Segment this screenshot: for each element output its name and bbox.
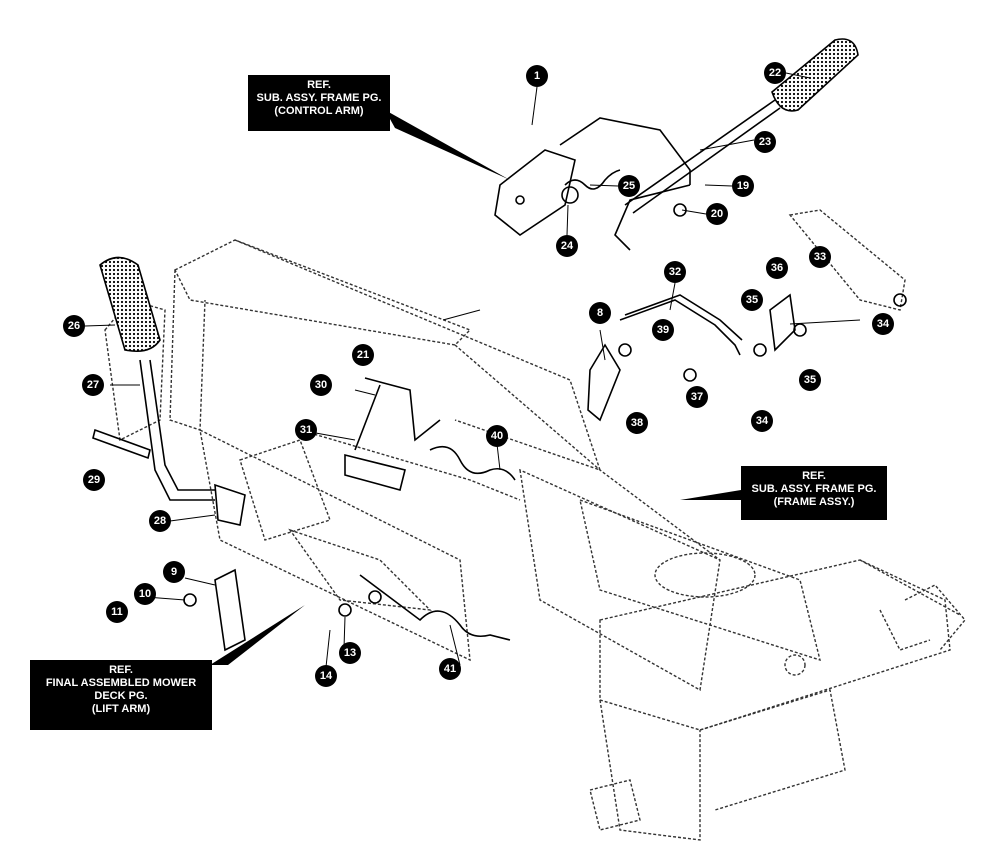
spring-41 — [359, 574, 511, 641]
callout-11: 11 — [106, 601, 128, 623]
ref-box-line: (CONTROL ARM) — [274, 105, 364, 117]
callout-9: 9 — [163, 561, 185, 583]
callout-38: 38 — [626, 412, 648, 434]
callout-39: 39 — [652, 319, 674, 341]
callout-24: 24 — [556, 235, 578, 257]
callout-34: 34 — [751, 410, 773, 432]
callout-28: 28 — [149, 510, 171, 532]
callout-31: 31 — [295, 419, 317, 441]
control-arm-rod — [559, 99, 781, 251]
callout-1: 1 — [526, 65, 548, 87]
lift-link-9 — [214, 568, 246, 652]
ref-box-line: REF. — [109, 664, 133, 676]
callout-36: 36 — [766, 257, 788, 279]
ref-box-line: FINAL ASSEMBLED MOWER — [45, 677, 197, 689]
ref-box-line: REF. — [307, 79, 331, 91]
ref-box-frame-assy: REF. SUB. ASSY. FRAME PG. (FRAME ASSY.) — [741, 466, 887, 520]
lever-8 — [587, 343, 621, 422]
ref-box-line: SUB. ASSY. FRAME PG. — [256, 92, 382, 104]
callout-27: 27 — [82, 374, 104, 396]
tractor-frame-outline — [104, 209, 966, 841]
ref-box-line: SUB. ASSY. FRAME PG. — [751, 483, 877, 495]
callout-13: 13 — [339, 642, 361, 664]
callout-14: 14 — [315, 665, 337, 687]
shift-grip — [771, 38, 859, 112]
spring-25 — [561, 169, 621, 204]
callout-30: 30 — [310, 374, 332, 396]
callout-26: 26 — [63, 315, 85, 337]
bracket-30 — [344, 377, 441, 491]
callout-34: 34 — [872, 313, 894, 335]
callout-22: 22 — [764, 62, 786, 84]
ref-box-control-arm: REF. SUB. ASSY. FRAME PG. (CONTROL ARM) — [248, 75, 390, 131]
ref-box-lift-arm: REF. FINAL ASSEMBLED MOWER DECK PG. (LIF… — [30, 660, 212, 730]
ref-pointers — [210, 110, 745, 665]
callout-40: 40 — [486, 425, 508, 447]
lift-handle — [99, 256, 246, 526]
ref-box-line: (FRAME ASSY.) — [773, 496, 855, 508]
ref-box-line: DECK PG. — [94, 690, 148, 702]
callout-8: 8 — [589, 302, 611, 324]
callout-32: 32 — [664, 261, 686, 283]
callout-20: 20 — [706, 203, 728, 225]
callout-41: 41 — [439, 658, 461, 680]
callout-37: 37 — [686, 386, 708, 408]
washers — [183, 203, 907, 617]
pin-29 — [92, 428, 151, 460]
spring-40 — [429, 445, 516, 481]
callout-25: 25 — [618, 175, 640, 197]
pivot-arm-32 — [619, 294, 743, 356]
link-36 — [769, 293, 796, 352]
callout-35: 35 — [741, 289, 763, 311]
ref-box-line: (LIFT ARM) — [91, 703, 151, 715]
callout-19: 19 — [732, 175, 754, 197]
ref-box-line: REF. — [802, 470, 826, 482]
callout-35: 35 — [799, 369, 821, 391]
callout-23: 23 — [754, 131, 776, 153]
control-bracket — [494, 149, 576, 236]
leader-lines — [84, 72, 861, 668]
callout-10: 10 — [134, 583, 156, 605]
callout-29: 29 — [83, 469, 105, 491]
callout-21: 21 — [352, 344, 374, 366]
callout-33: 33 — [809, 246, 831, 268]
